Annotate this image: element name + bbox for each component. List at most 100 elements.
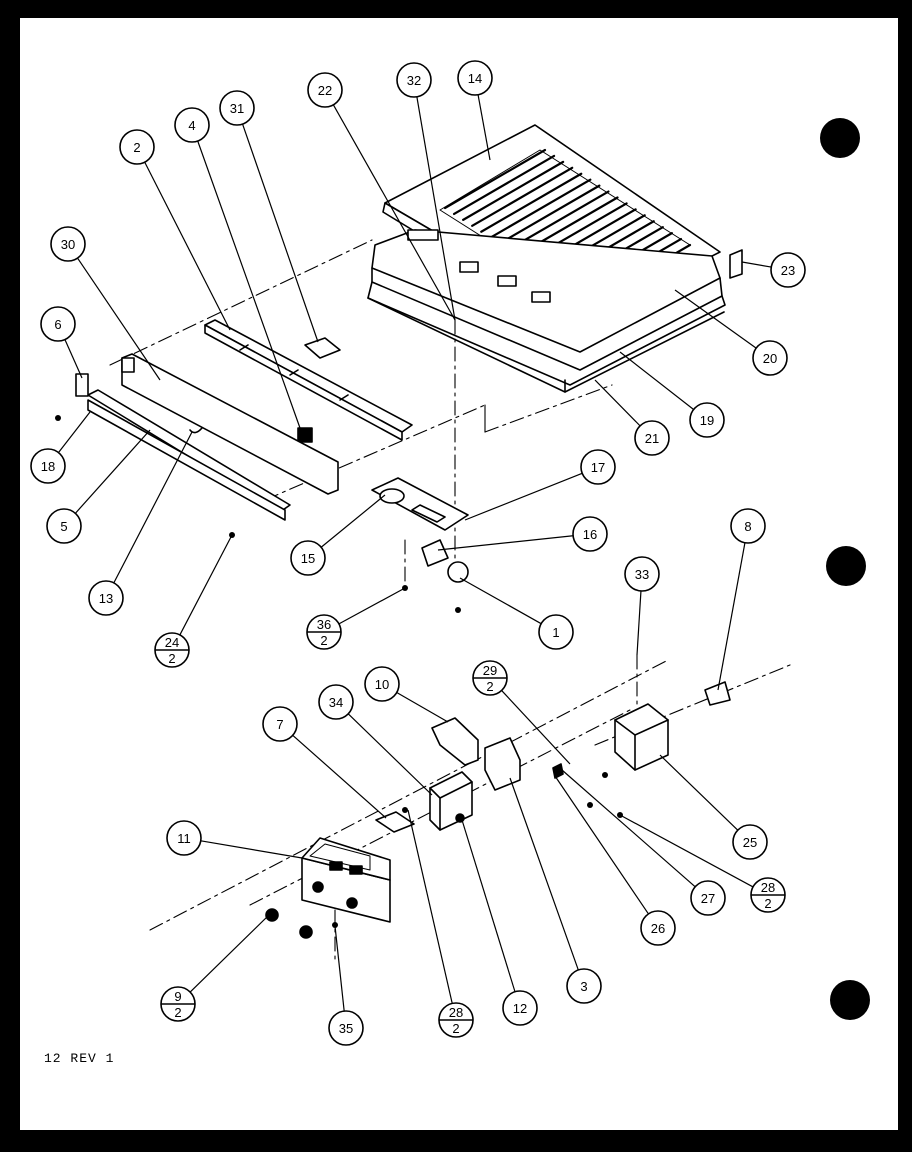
callout-circle xyxy=(502,990,538,1026)
bracket-part-31 xyxy=(305,338,340,358)
callout-balloon: 282 xyxy=(750,877,786,913)
callout-circle xyxy=(40,306,76,342)
callout-circle xyxy=(634,420,670,456)
leader-line xyxy=(464,472,583,521)
knob-part-9 xyxy=(266,909,278,921)
evaporator-housing-parts-19-20-21 xyxy=(368,230,725,392)
callout-number: 28 xyxy=(449,1005,463,1020)
callout-number: 27 xyxy=(701,891,715,906)
grille-rib xyxy=(481,174,581,232)
callout-circle xyxy=(219,90,255,126)
leader-lines xyxy=(57,94,772,1012)
callout-circle xyxy=(690,880,726,916)
callout-circle xyxy=(46,508,82,544)
callout-quantity: 2 xyxy=(168,651,175,666)
callout-balloon: 33 xyxy=(624,556,660,592)
callout-number: 34 xyxy=(329,695,343,710)
callout-number: 15 xyxy=(301,551,315,566)
callout-number: 6 xyxy=(54,317,61,332)
callout-balloon: 292 xyxy=(472,660,508,696)
leader-line xyxy=(113,431,193,584)
callout-circle xyxy=(174,107,210,143)
leader-line xyxy=(57,411,91,453)
rail-part-2 xyxy=(205,320,412,440)
callout-number: 17 xyxy=(591,460,605,475)
grille-rib xyxy=(490,180,590,238)
callout-circle xyxy=(689,402,725,438)
callout-number: 14 xyxy=(468,71,482,86)
callout-balloon: 362 xyxy=(306,614,342,650)
callout-number: 30 xyxy=(61,237,75,252)
callout-number: 2 xyxy=(133,140,140,155)
callout-circle xyxy=(538,614,574,650)
callout-circle xyxy=(640,910,676,946)
callout-balloon: 20 xyxy=(752,340,788,376)
leader-line xyxy=(64,339,83,379)
callout-number: 23 xyxy=(781,263,795,278)
leader-line xyxy=(636,590,642,656)
callout-balloon: 5 xyxy=(46,508,82,544)
callout-number: 3 xyxy=(580,979,587,994)
callout-balloon: 27 xyxy=(690,880,726,916)
callout-number: 1 xyxy=(552,625,559,640)
callout-number: 9 xyxy=(174,989,181,1004)
callout-circle xyxy=(318,684,354,720)
callout-number: 20 xyxy=(763,351,777,366)
callout-number: 29 xyxy=(483,663,497,678)
socket-part-4 xyxy=(298,428,312,442)
callout-balloon: 17 xyxy=(580,449,616,485)
callout-number: 4 xyxy=(188,118,195,133)
leader-line xyxy=(509,777,579,971)
callout-number: 19 xyxy=(700,413,714,428)
leader-line xyxy=(459,577,542,625)
leader-line xyxy=(674,289,757,349)
leader-line xyxy=(347,713,433,796)
callout-circle xyxy=(572,516,608,552)
callout-balloon: 2 xyxy=(119,129,155,165)
callout-balloon: 15 xyxy=(290,540,326,576)
callout-circle xyxy=(262,706,298,742)
clip-part-6 xyxy=(76,374,88,396)
callout-circle xyxy=(30,448,66,484)
leader-line xyxy=(332,104,456,321)
leader-line xyxy=(74,429,151,514)
leader-line xyxy=(416,96,456,321)
grille-rib xyxy=(454,156,554,214)
callout-number: 22 xyxy=(318,83,332,98)
callout-circle xyxy=(396,62,432,98)
callout-balloon: 30 xyxy=(50,226,86,262)
leader-line xyxy=(189,913,271,993)
callout-balloon: 18 xyxy=(30,448,66,484)
cover-part-10 xyxy=(432,718,478,765)
leader-line xyxy=(501,690,571,765)
leader-line xyxy=(179,534,233,636)
callout-balloon: 32 xyxy=(396,62,432,98)
callout-number: 28 xyxy=(761,880,775,895)
callout-balloon: 282 xyxy=(438,1002,474,1038)
callout-circle xyxy=(50,226,86,262)
callout-number: 36 xyxy=(317,617,331,632)
callout-balloon: 3 xyxy=(566,968,602,1004)
callout-balloon: 16 xyxy=(572,516,608,552)
callout-number: 32 xyxy=(407,73,421,88)
leader-line xyxy=(200,840,303,859)
callout-balloon: 22 xyxy=(307,72,343,108)
callout-balloon: 10 xyxy=(364,666,400,702)
grille-rib xyxy=(499,186,599,244)
callout-quantity: 2 xyxy=(320,633,327,648)
callout-circle xyxy=(119,129,155,165)
callout-number: 8 xyxy=(744,519,751,534)
callout-number: 24 xyxy=(165,635,179,650)
leader-line xyxy=(561,769,696,888)
callout-balloon: 23 xyxy=(770,252,806,288)
leader-line xyxy=(292,734,387,819)
socket-part-16 xyxy=(422,540,448,566)
callout-balloon: 13 xyxy=(88,580,124,616)
callout-circle xyxy=(88,580,124,616)
clip-part-23 xyxy=(730,250,742,278)
callout-circle xyxy=(730,508,766,544)
callout-number: 12 xyxy=(513,1001,527,1016)
callout-circle xyxy=(770,252,806,288)
callout-number: 11 xyxy=(177,831,191,846)
